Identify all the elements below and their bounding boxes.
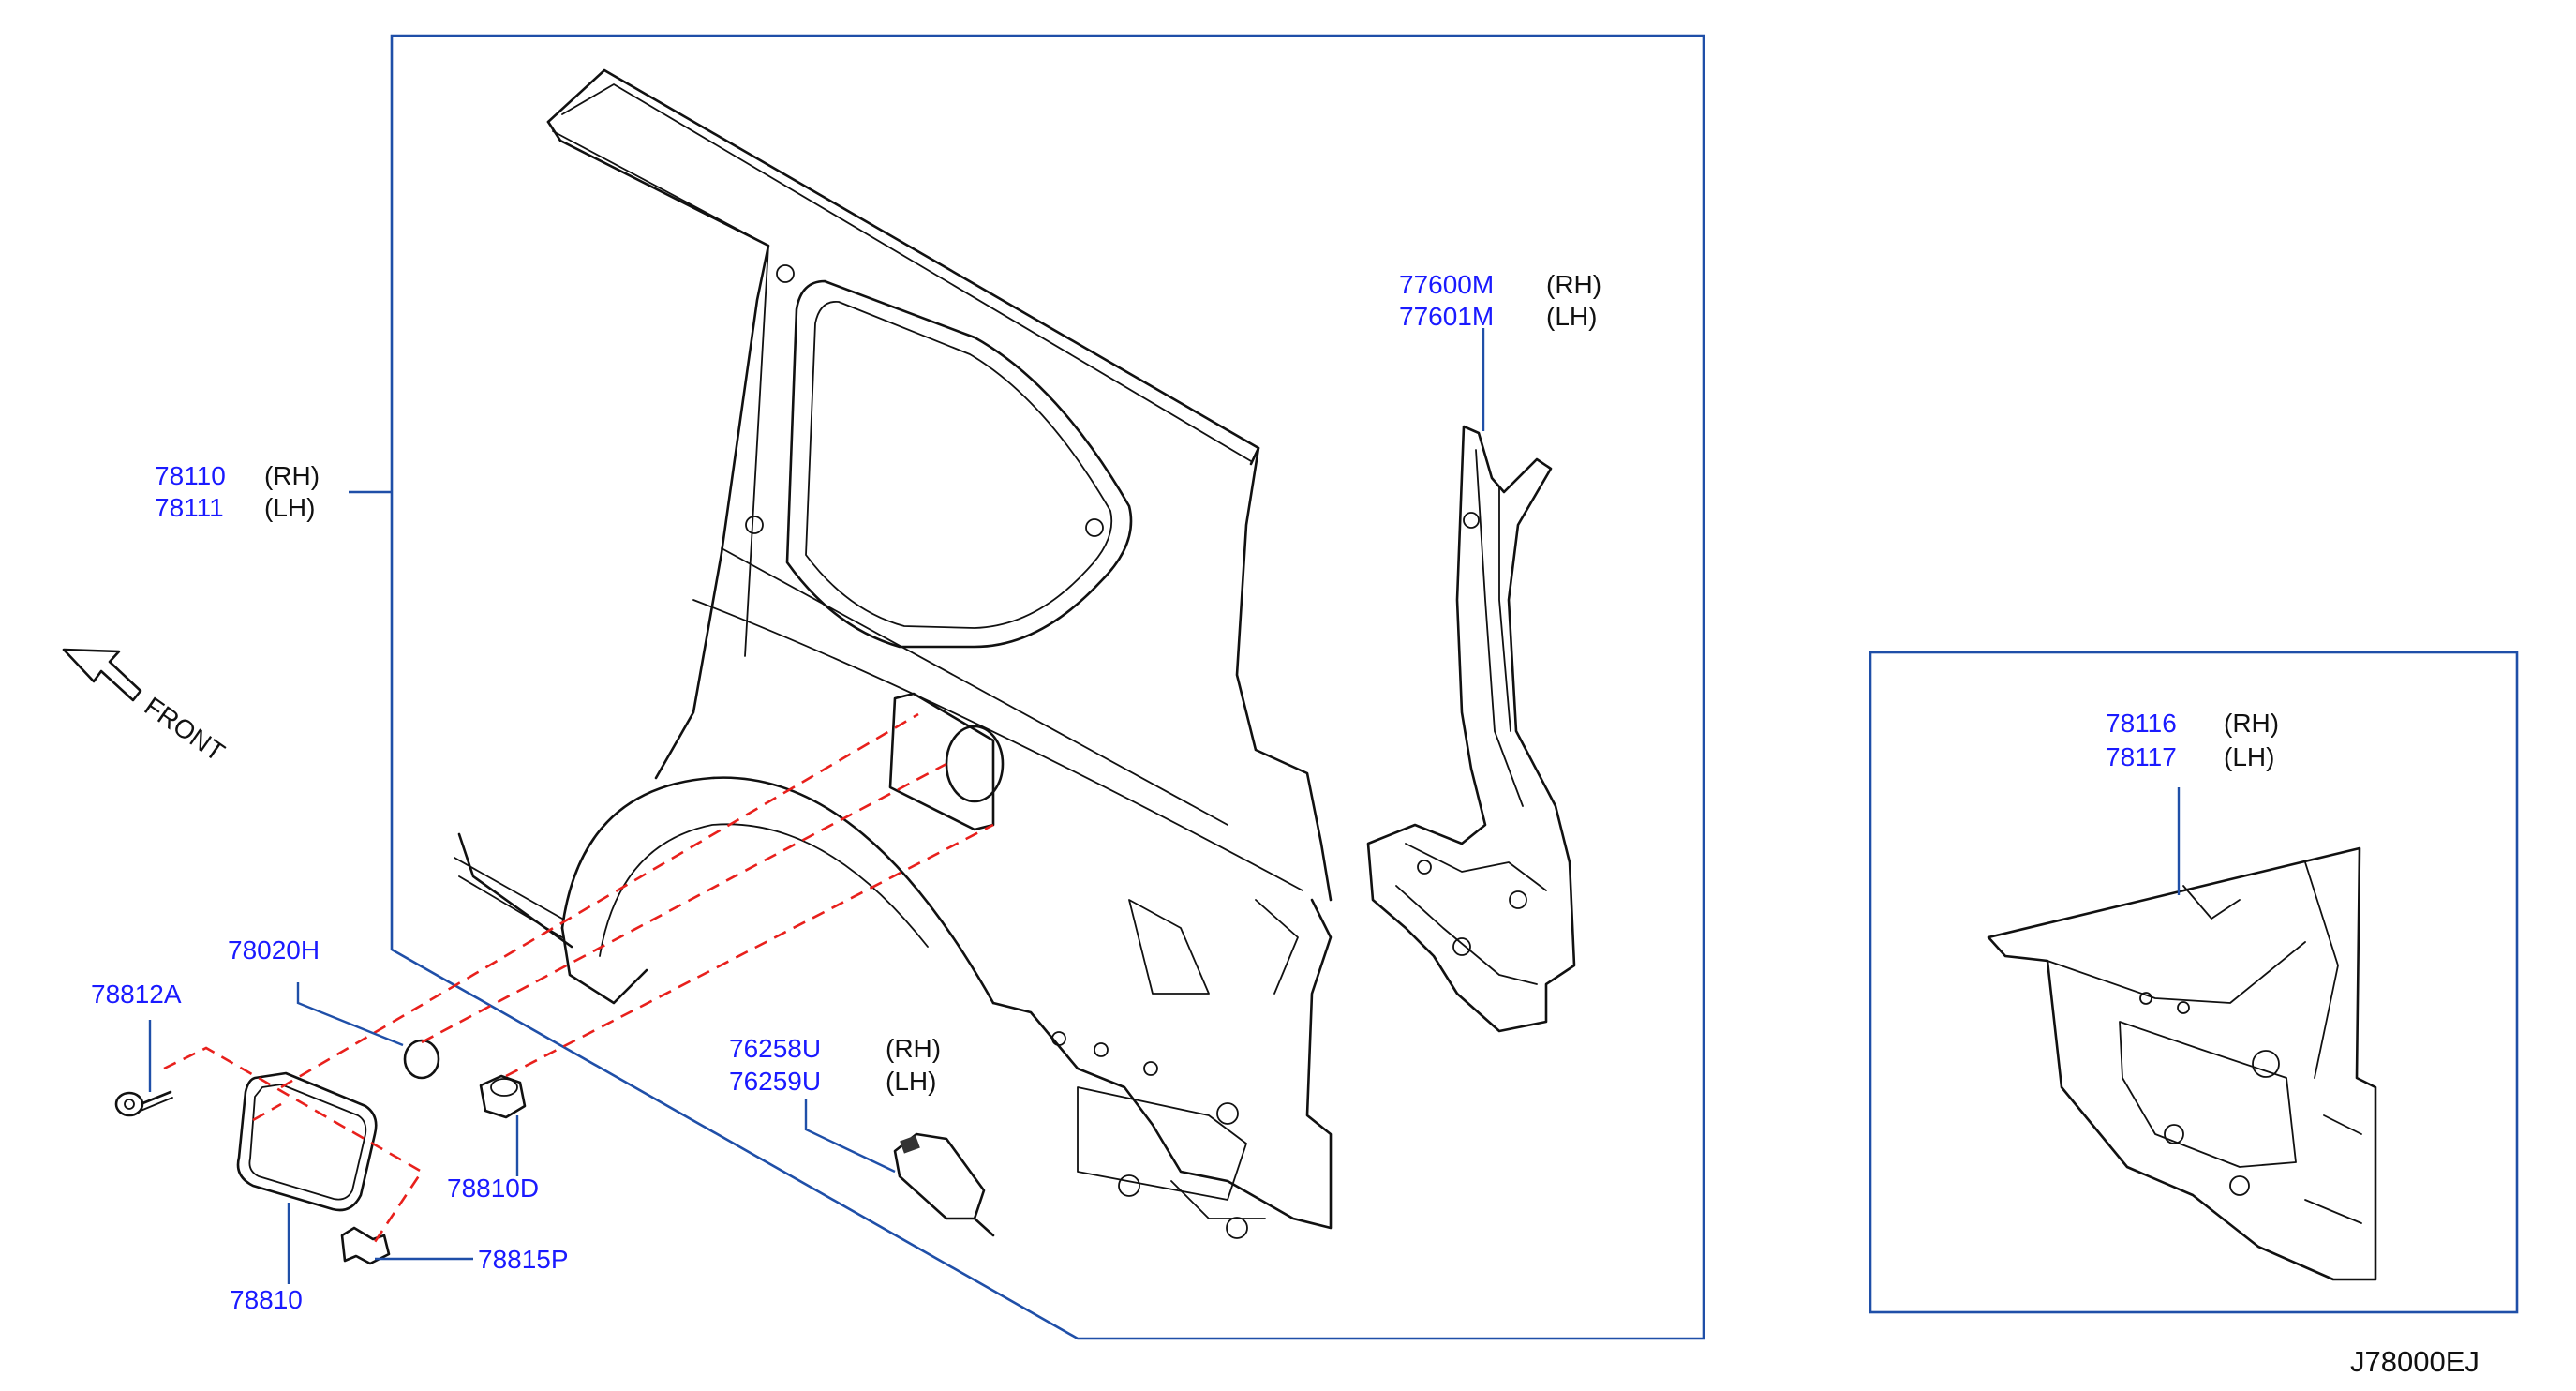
callout-inset-panel: 78116 (RH) 78117 (LH) — [2106, 709, 2279, 771]
callout-hinge: 78815P — [478, 1245, 569, 1274]
part-number-rh: 78116 — [2106, 709, 2177, 738]
callout-leaders — [148, 328, 2181, 1284]
grommet-drawing — [403, 1039, 440, 1080]
drawing-code: J78000EJ — [2350, 1345, 2479, 1378]
inset-frame — [1869, 651, 2519, 1314]
side-label-rh: (RH) — [886, 1034, 941, 1063]
bracket-drawing — [893, 1132, 995, 1237]
rear-quarter-panel-drawing — [454, 68, 1333, 1239]
fuel-lid-drawing — [236, 1071, 378, 1212]
screw-drawing — [114, 1090, 173, 1117]
callout-bracket: 76258U (RH) 76259U (LH) — [729, 1034, 941, 1096]
side-label-rh: (RH) — [264, 461, 320, 490]
front-arrow-icon — [62, 648, 142, 702]
callout-fuel-lid: 78810 — [230, 1285, 303, 1314]
callout-quarter-panel: 78110 (RH) 78111 (LH) — [155, 461, 320, 522]
side-label-lh: (LH) — [1546, 302, 1597, 331]
part-number-lh: 76259U — [729, 1067, 821, 1096]
part-number-lh: 77601M — [1399, 302, 1494, 331]
side-label-lh: (LH) — [264, 493, 315, 522]
part-number-rh: 76258U — [729, 1034, 821, 1063]
part-number-lh: 78117 — [2106, 742, 2177, 771]
side-label-rh: (RH) — [2224, 709, 2279, 738]
callout-screw: 78812A — [91, 980, 182, 1009]
inset-panel-drawing — [1987, 846, 2377, 1281]
main-frame — [390, 34, 1705, 1340]
part-number-lh: 78111 — [155, 493, 224, 522]
side-label-rh: (RH) — [1546, 270, 1601, 299]
front-label: FRONT — [140, 692, 231, 768]
callout-grommet: 78020H — [228, 935, 320, 965]
hinge-drawing — [340, 1226, 391, 1265]
callout-inner-pillar: 77600M (RH) 77601M (LH) — [1399, 270, 1601, 331]
side-label-lh: (LH) — [2224, 742, 2274, 771]
assembly-guide-lines — [163, 712, 994, 1246]
inner-pillar-drawing — [1366, 425, 1576, 1033]
part-number-rh: 77600M — [1399, 270, 1494, 299]
bumper-drawing — [479, 1074, 527, 1119]
part-number-rh: 78110 — [155, 461, 226, 490]
callout-bumper: 78810D — [447, 1174, 539, 1203]
side-label-lh: (LH) — [886, 1067, 936, 1096]
